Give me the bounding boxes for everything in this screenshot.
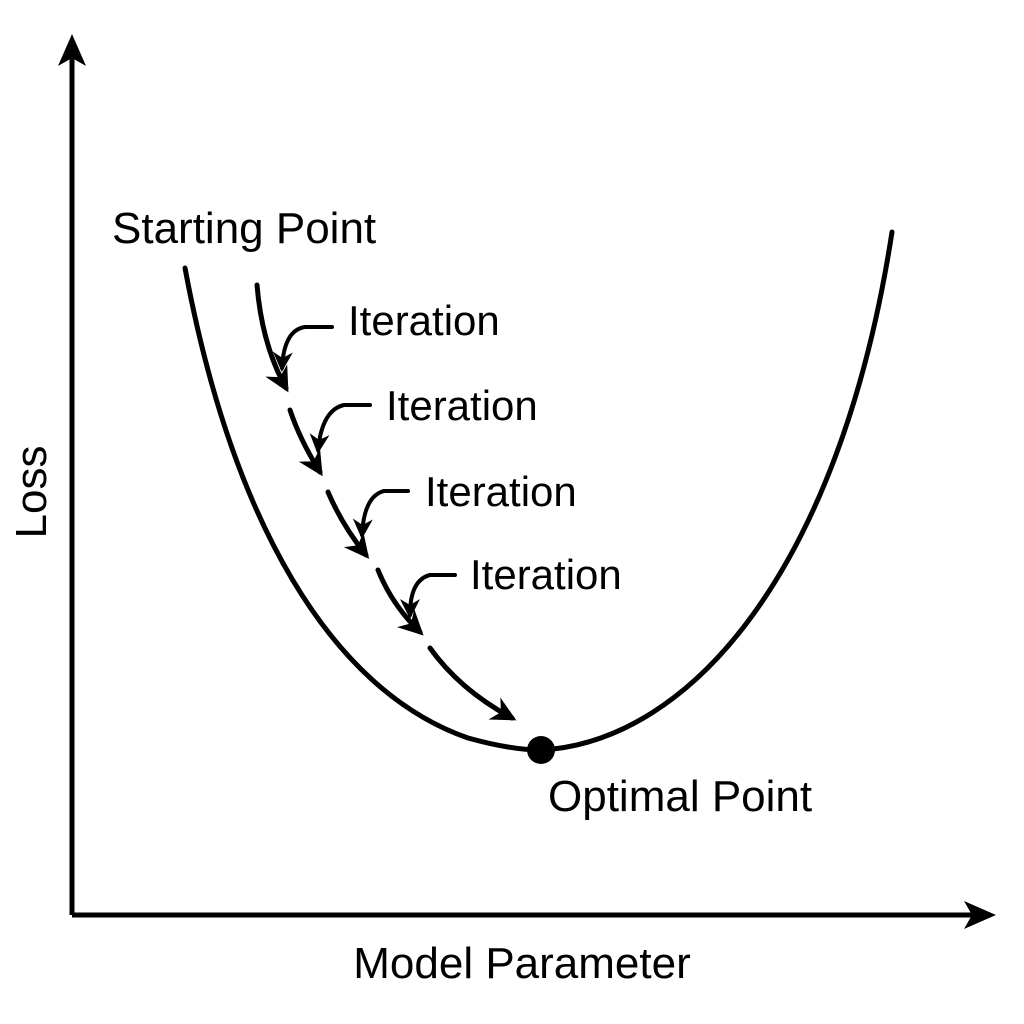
iteration-pointer-4 bbox=[400, 573, 457, 619]
descent-step-3 bbox=[325, 489, 370, 559]
descent-step-4 bbox=[375, 567, 424, 636]
iteration-label-1: Iteration bbox=[348, 297, 500, 344]
descent-step-1 bbox=[254, 282, 289, 393]
iteration-pointer-2 bbox=[309, 403, 372, 454]
iteration-label-3: Iteration bbox=[425, 468, 577, 515]
iteration-pointer-1 bbox=[272, 325, 334, 372]
loss-curve bbox=[182, 229, 895, 753]
y-axis-arrowhead bbox=[58, 34, 86, 66]
descent-step-2 bbox=[287, 407, 323, 477]
x-axis-label: Model Parameter bbox=[353, 939, 690, 988]
iteration-label-4: Iteration bbox=[470, 551, 622, 598]
x-axis-arrowhead bbox=[964, 901, 996, 929]
descent-step-5 bbox=[427, 645, 517, 721]
starting-point-label: Starting Point bbox=[112, 204, 376, 253]
iteration-label-2: Iteration bbox=[386, 382, 538, 429]
y-axis-label: Loss bbox=[7, 446, 56, 539]
iteration-pointer-3 bbox=[352, 489, 410, 539]
optimal-point-label: Optimal Point bbox=[548, 772, 812, 821]
optimal-point-marker bbox=[527, 736, 555, 764]
